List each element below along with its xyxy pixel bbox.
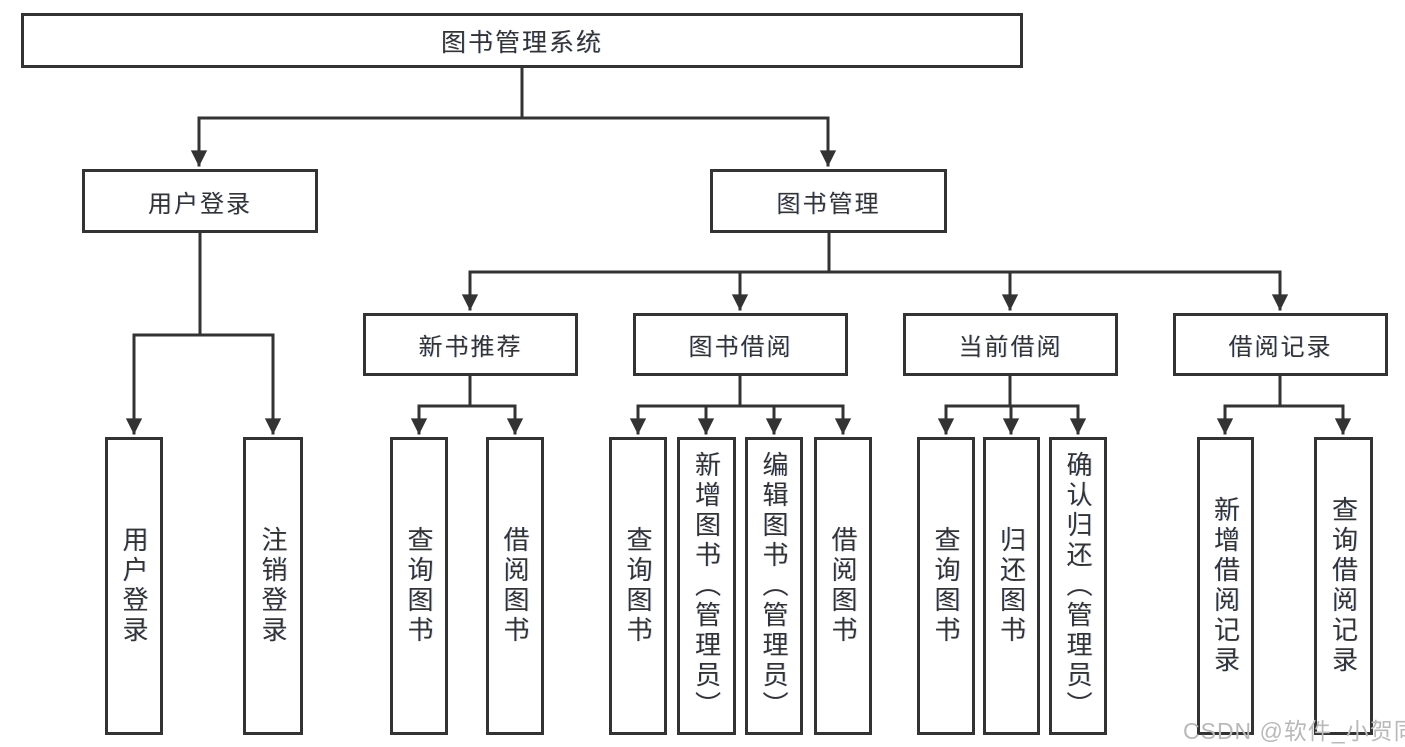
node-user-login: 用户登录: [82, 169, 318, 233]
connector-group: [125, 64, 1352, 435]
leaf-logout: 注销登录: [243, 437, 303, 735]
node-book-management: 图书管理: [710, 169, 947, 233]
leaf-borrow-books-borrowing: 借阅图书: [814, 437, 872, 735]
leaf-confirm-return-admin: 确认归还（管理员）: [1049, 437, 1107, 735]
leaf-query-books-current: 查询图书: [917, 437, 975, 735]
node-current-borrowing: 当前借阅: [903, 313, 1118, 376]
leaf-edit-book-admin: 编辑图书（管理员）: [745, 437, 803, 735]
leaf-add-borrow-record: 新增借阅记录: [1197, 437, 1254, 735]
node-root: 图书管理系统: [21, 13, 1023, 68]
node-borrowing-records: 借阅记录: [1173, 313, 1388, 376]
node-new-book-recommend: 新书推荐: [363, 313, 578, 376]
leaf-query-books-recommend: 查询图书: [390, 437, 448, 735]
leaf-query-books-borrowing: 查询图书: [609, 437, 667, 735]
leaf-query-borrow-record: 查询借阅记录: [1314, 437, 1373, 735]
watermark: CSDN @软件_小贺同学: [1183, 718, 1405, 744]
leaf-add-book-admin: 新增图书（管理员）: [677, 437, 736, 735]
node-book-borrowing: 图书借阅: [633, 313, 848, 376]
leaf-return-books: 归还图书: [983, 437, 1040, 735]
leaf-user-login: 用户登录: [105, 437, 163, 735]
leaf-borrow-books-recommend: 借阅图书: [486, 437, 544, 735]
